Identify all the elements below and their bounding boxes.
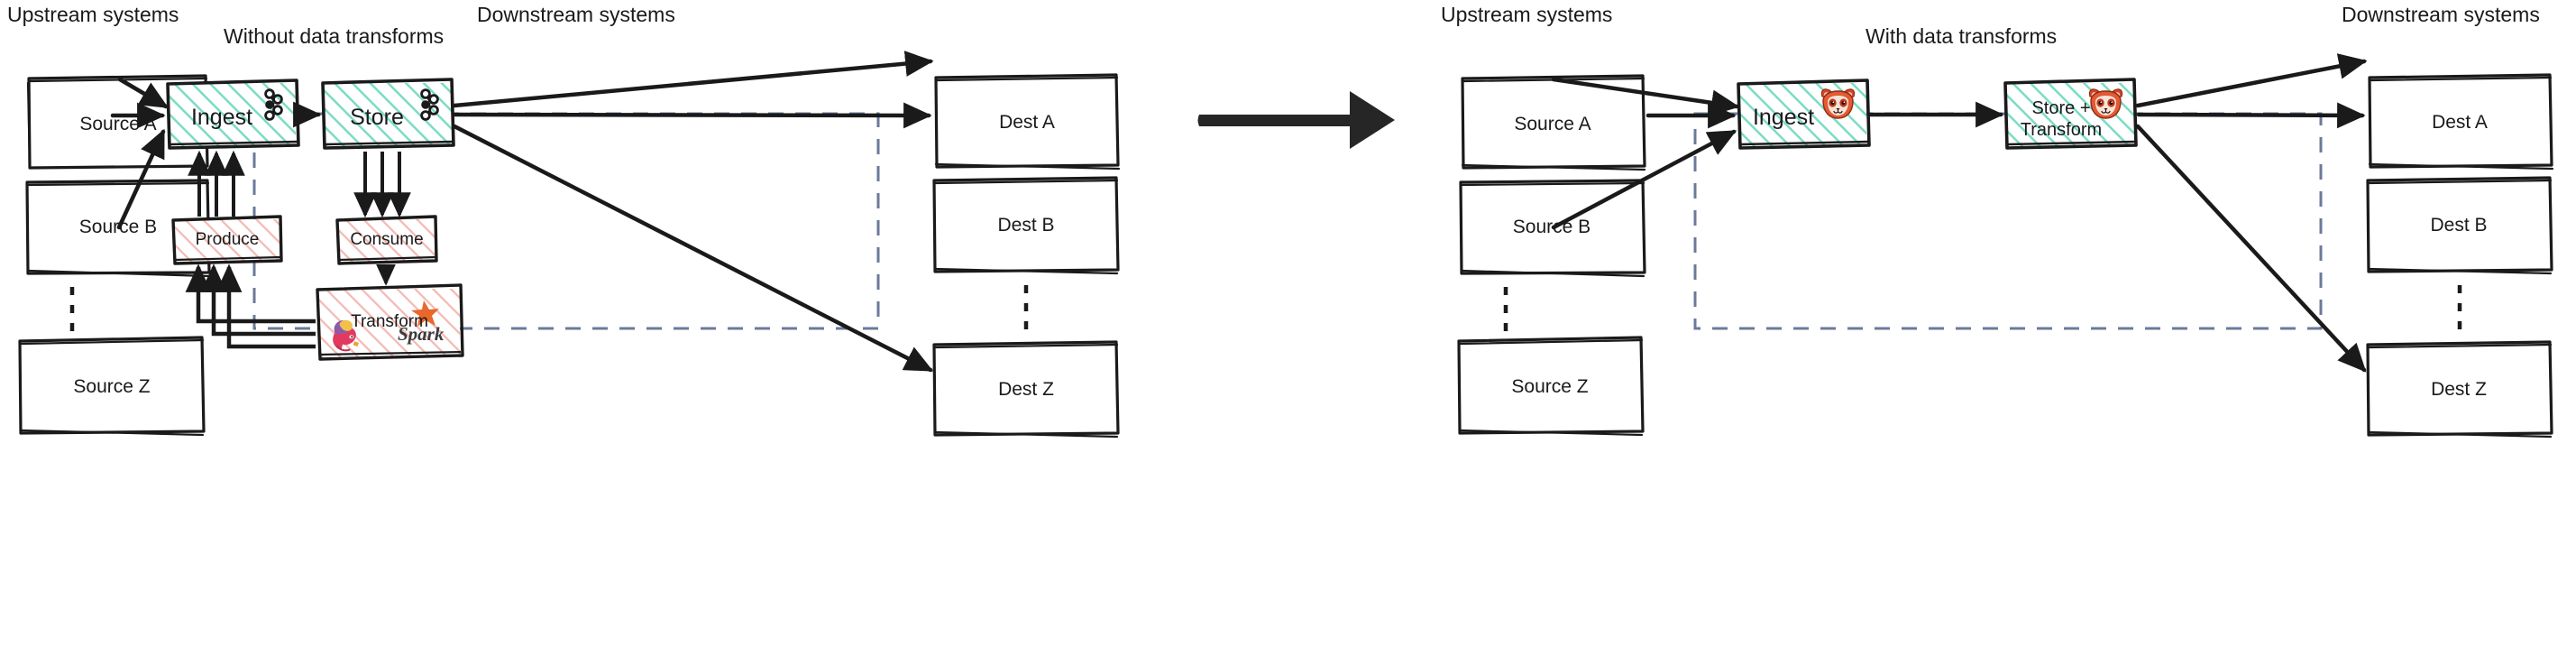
panel-title-left: Without data transforms: [224, 24, 445, 48]
upstream-systems-label-left: Upstream systems: [7, 3, 179, 26]
panel-title-right: With data transforms: [1866, 24, 2058, 48]
redpanda-icon-ingest: [1820, 88, 1856, 119]
kafka-icon-group: [264, 88, 439, 121]
spark-icon: [411, 300, 439, 327]
upstream-systems-label-right: Upstream systems: [1441, 3, 1613, 26]
downstream-systems-label-right: Downstream systems: [2342, 3, 2540, 26]
transition-arrow: [1197, 91, 1395, 149]
redpanda-icon-store: [2088, 88, 2123, 119]
downstream-systems-label-left: Downstream systems: [477, 3, 675, 26]
flink-icon: [333, 319, 360, 352]
